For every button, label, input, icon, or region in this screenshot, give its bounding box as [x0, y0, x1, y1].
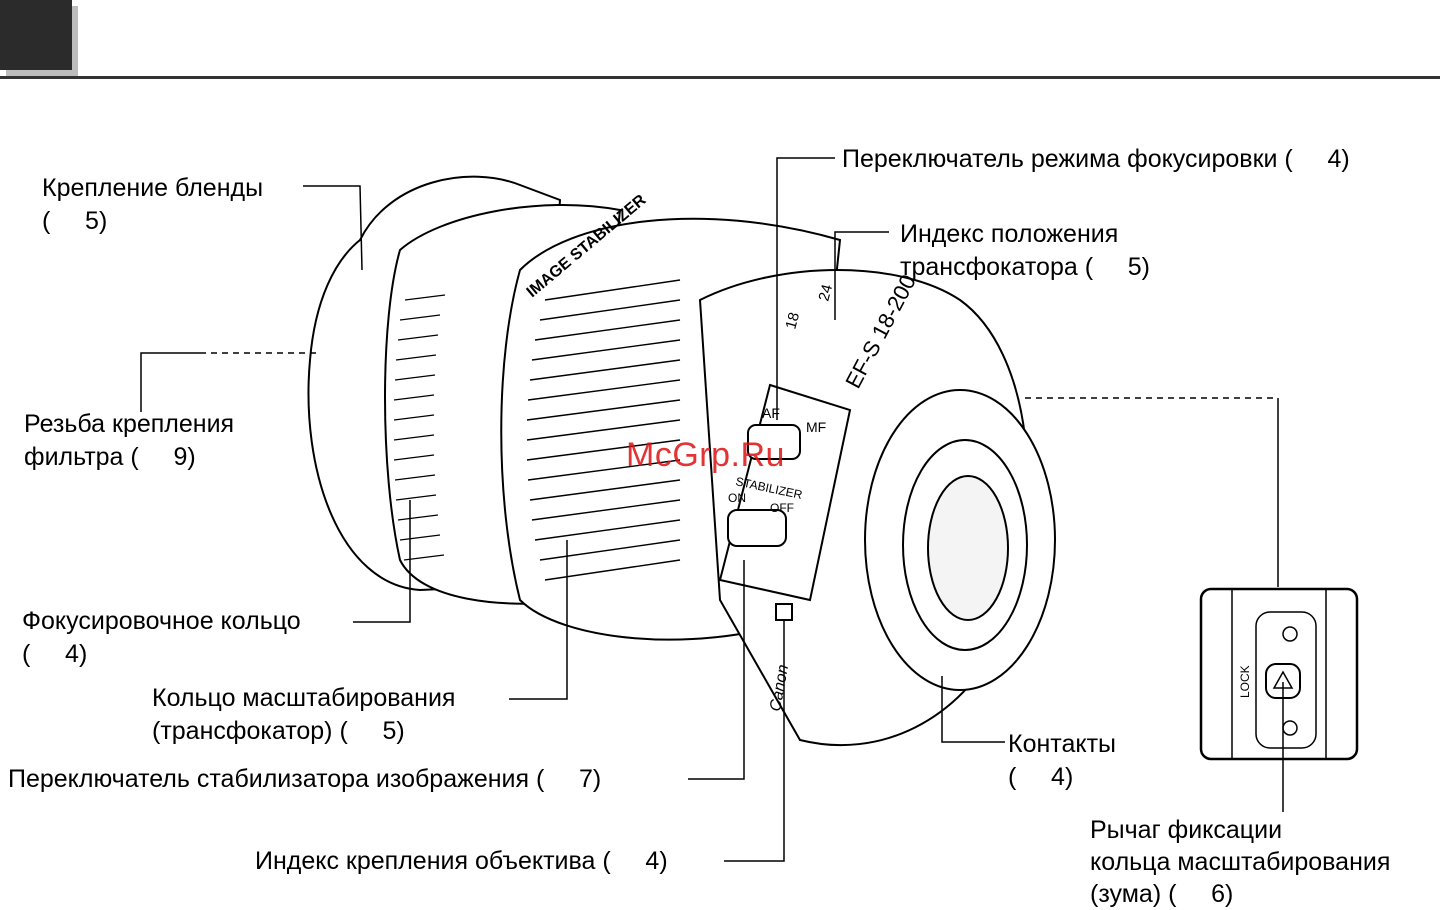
stabilizer-switch-label: Переключатель стабилизатора изображения …	[8, 765, 602, 793]
mount-index-mark	[775, 603, 793, 621]
zoom-lock-label-line2: кольца масштабирования	[1090, 848, 1391, 876]
filter-thread-page-ref: фильтра ( 9)	[24, 443, 196, 471]
zoom-lock-page-ref: (зума) ( 6)	[1090, 880, 1234, 908]
lock-marking: LOCK	[1238, 665, 1252, 698]
header-block	[0, 0, 72, 70]
zoom-index-page-ref: трансфокатора ( 5)	[900, 253, 1150, 281]
rear-glass	[927, 475, 1009, 621]
mount-index-label: Индекс крепления объектива ( 4)	[255, 847, 668, 875]
switch-panel	[718, 383, 852, 621]
hood-mount-page-ref: ( 5)	[42, 207, 108, 235]
focus-mode-switch-label: Переключатель режима фокусировки ( 4)	[842, 145, 1350, 173]
zoom-lock-inset: LOCK	[1199, 587, 1359, 761]
filter-thread-label: Резьба крепления	[24, 410, 235, 438]
zoom-ring-ribs	[526, 279, 681, 581]
focal-18-marking: 18	[782, 311, 803, 332]
header-rule	[0, 76, 1440, 79]
screw-top-icon	[1282, 626, 1298, 642]
hood-mount-label: Крепление бленды	[42, 174, 264, 202]
af-marking: AF	[762, 405, 780, 421]
stabilizer-switch	[727, 509, 787, 547]
zoom-ring-label: Кольцо масштабирования	[152, 684, 456, 712]
zoom-index-label: Индекс положения	[900, 220, 1119, 248]
focus-ring-label: Фокусировочное кольцо	[22, 607, 301, 635]
contacts-label: Контакты	[1008, 730, 1116, 758]
contacts-page-ref: ( 4)	[1008, 763, 1074, 791]
screw-bottom-icon	[1282, 720, 1298, 736]
zoom-lock-label: Рычаг фиксации	[1090, 816, 1283, 844]
af-mf-switch	[747, 424, 801, 460]
on-marking: ON	[728, 491, 746, 505]
focus-ring-page-ref: ( 4)	[22, 640, 88, 668]
zoom-ring-page-ref: (трансфокатор) ( 5)	[152, 717, 405, 745]
mf-marking: MF	[806, 419, 826, 435]
focus-ring-knurl	[393, 294, 446, 561]
leader-lines	[140, 157, 1284, 862]
off-marking: OFF	[770, 501, 794, 515]
focal-24-marking: 24	[815, 283, 836, 304]
watermark: McGrp.Ru	[626, 436, 785, 474]
